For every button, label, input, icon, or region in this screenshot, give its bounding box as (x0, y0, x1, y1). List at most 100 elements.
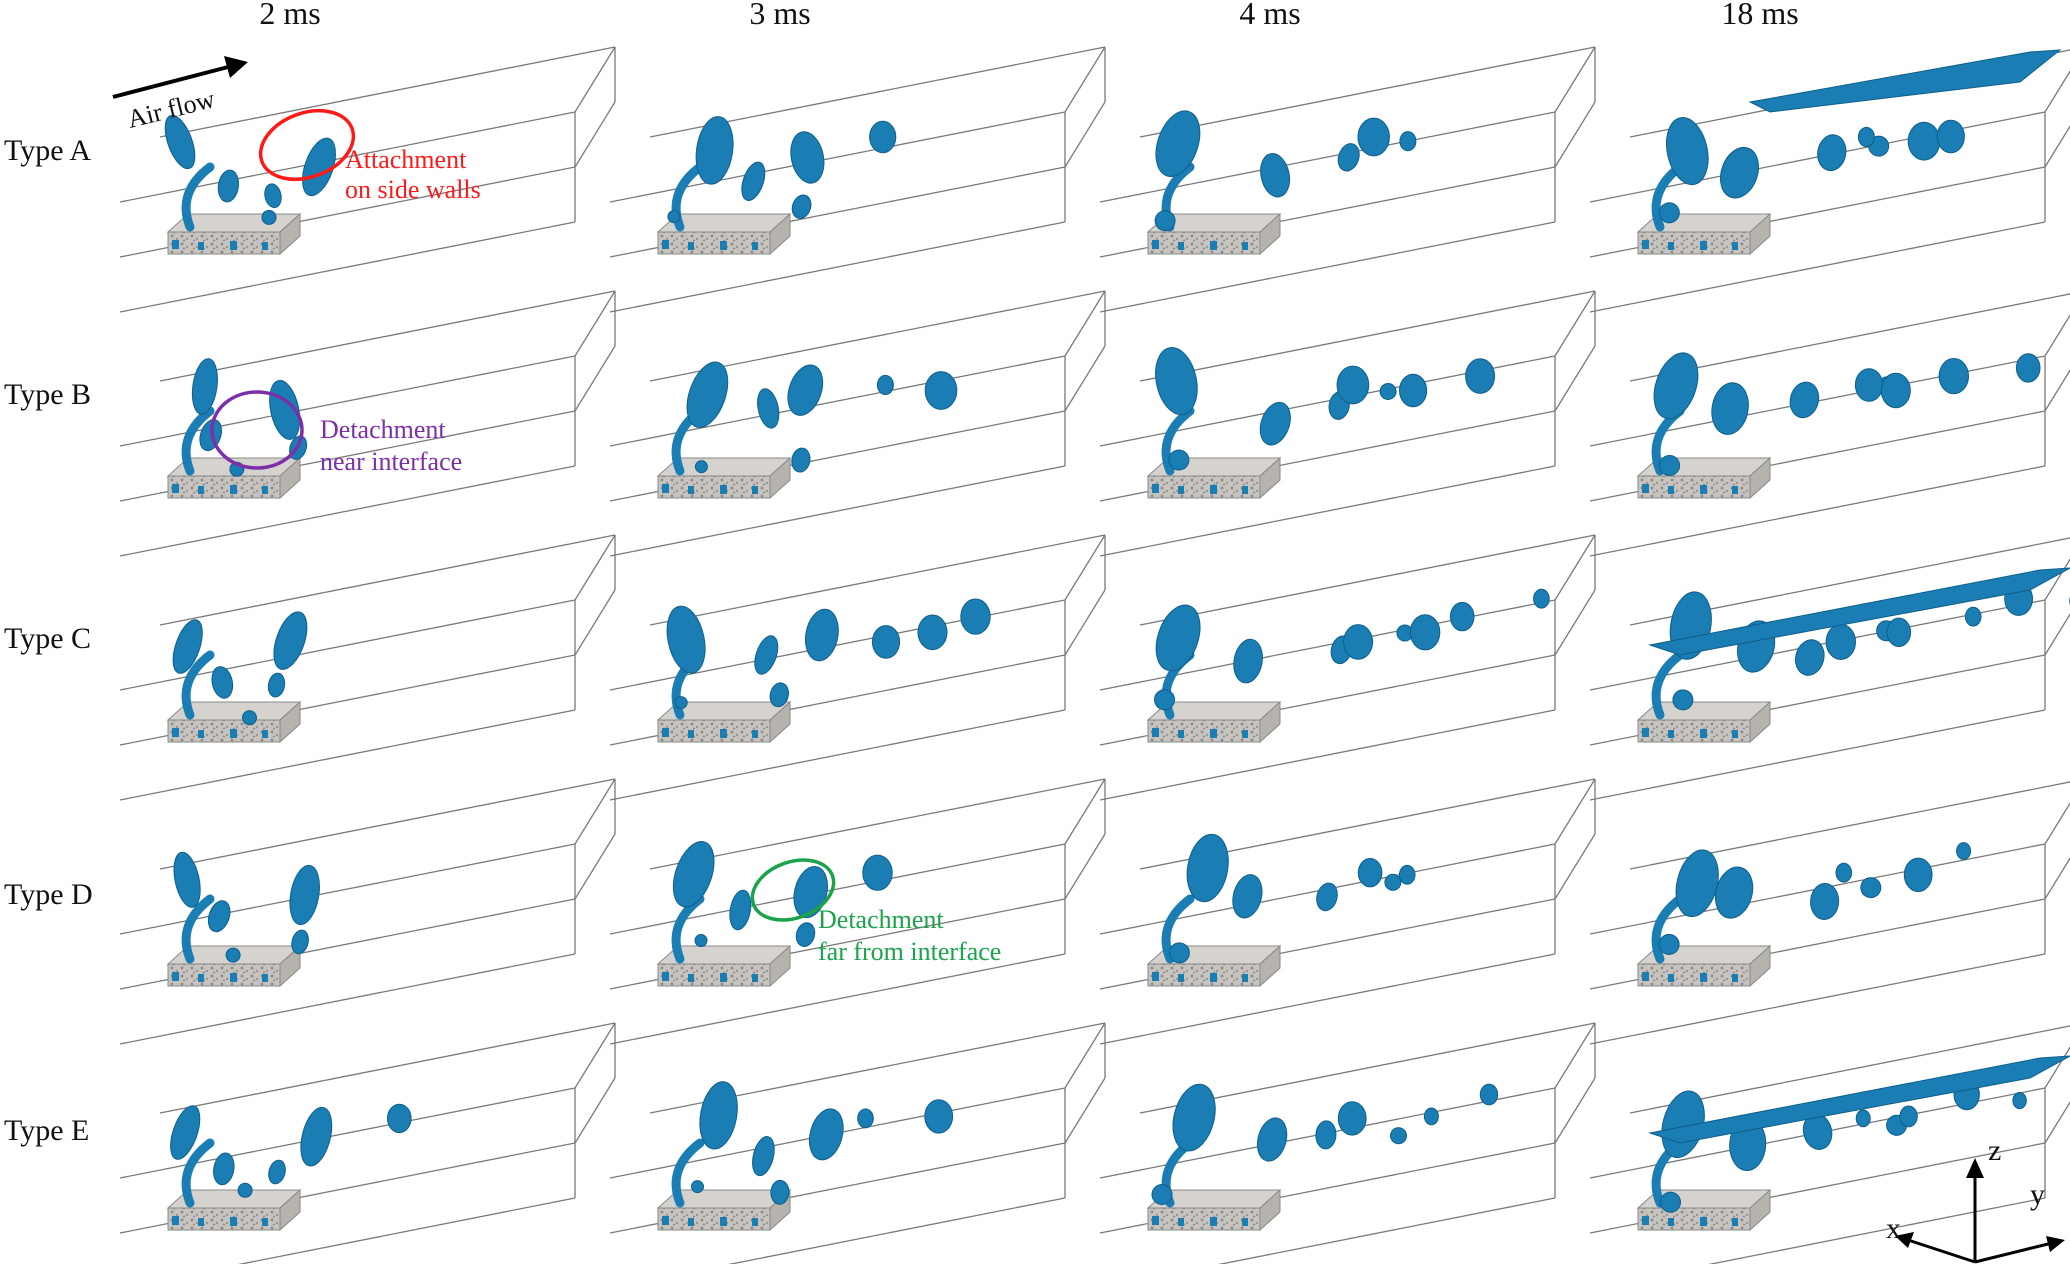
water-droplet (1316, 882, 1338, 912)
water-droplet (1660, 1191, 1681, 1213)
water-droplet (1154, 689, 1175, 711)
panel-type-b-18ms (1589, 290, 2070, 557)
water-droplet (2015, 353, 2041, 383)
panel-type-a-3ms (609, 46, 1106, 313)
water-droplet (857, 1108, 874, 1129)
water-droplet (1653, 352, 1699, 420)
water-droplet (1711, 382, 1749, 435)
detachment-far-ellipse (750, 858, 836, 922)
water-droplet (1907, 121, 1941, 161)
water-droplet (1154, 210, 1176, 232)
water-droplet (1938, 358, 1969, 395)
water-droplet (1155, 110, 1201, 178)
water-stem (181, 162, 215, 232)
water-droplet (264, 183, 282, 209)
axis-label-z: z (1988, 1134, 2001, 1167)
axis-triad-icon (1895, 1158, 2065, 1264)
row-label-type-b: Type B (4, 378, 91, 411)
panel-type-c-4ms (1099, 534, 1596, 801)
water-droplet (172, 619, 203, 674)
water-droplet (1465, 358, 1496, 394)
water-stem (181, 1138, 215, 1208)
water-droplet (191, 358, 218, 415)
annotation-d-line2: far from interface (818, 937, 1001, 966)
water-droplet (787, 364, 824, 416)
water-droplet (1315, 1120, 1337, 1150)
water-droplet (1343, 624, 1374, 660)
water-droplet (1854, 368, 1884, 402)
water-droplet (752, 1136, 775, 1177)
water-droplet (1714, 866, 1754, 919)
water-droplet (1936, 119, 1965, 154)
detachment-near-ellipse (210, 390, 304, 470)
airflow-arrow-icon (112, 56, 248, 99)
water-droplet (1886, 617, 1912, 648)
water-droplet (1409, 614, 1441, 651)
water-droplet (924, 371, 958, 410)
water-stem (181, 894, 215, 964)
water-droplet (1336, 365, 1370, 405)
panel-type-e-4ms (1099, 1022, 1596, 1264)
axis-label-y: y (2030, 1178, 2045, 1211)
row-label-type-e: Type E (4, 1114, 89, 1147)
water-droplet (695, 116, 734, 185)
column-label-4ms: 4 ms (1239, 0, 1300, 31)
water-droplet (686, 361, 729, 428)
water-droplet (1399, 373, 1428, 408)
water-droplet (667, 210, 681, 224)
annotation-a-line1: Attachment (345, 145, 467, 174)
water-droplet (237, 1182, 253, 1198)
channel-box (1099, 1022, 1596, 1264)
panel-type-d-4ms (1099, 778, 1596, 1045)
water-droplet (791, 194, 812, 219)
water-droplet (1857, 126, 1875, 148)
water-film (1748, 49, 2062, 113)
channel-box (609, 1022, 1106, 1264)
row-label-type-a: Type A (4, 134, 91, 167)
water-droplet (170, 1105, 201, 1160)
water-stem (1651, 650, 1685, 720)
panel-type-d-2ms (119, 778, 616, 1045)
water-droplet (871, 625, 901, 659)
water-film (1648, 567, 2070, 656)
water-droplet (1232, 874, 1263, 919)
water-droplet (217, 169, 240, 203)
water-droplet (924, 1099, 954, 1134)
water-droplet (1423, 1107, 1439, 1126)
water-stem (181, 406, 215, 476)
water-droplet (273, 611, 308, 670)
channel-box (119, 1022, 616, 1264)
water-droplet (164, 114, 196, 170)
water-droplet (770, 1179, 790, 1205)
panel-type-c-3ms (609, 534, 1106, 801)
water-droplet (694, 934, 708, 947)
water-droplet (1384, 873, 1402, 891)
panel-type-b-2ms (119, 290, 616, 557)
column-label-18ms: 18 ms (1721, 0, 1798, 31)
water-droplet (1479, 1083, 1499, 1106)
water-droplet (1233, 638, 1263, 684)
water-droplet (1449, 601, 1475, 632)
water-droplet (242, 710, 257, 726)
annotation-d-line1: Detachment (818, 905, 944, 934)
water-droplet (1398, 864, 1416, 885)
panel-type-a-18ms (1589, 46, 2070, 313)
water-droplet (1860, 877, 1882, 899)
panel-type-e-18ms (1589, 1022, 2070, 1264)
water-stem (181, 650, 215, 720)
water-film (1648, 1055, 2070, 1144)
water-droplet (1357, 858, 1383, 888)
panel-type-d-3ms (609, 778, 1106, 1045)
water-droplet (672, 841, 715, 908)
water-droplet (729, 889, 752, 931)
water-droplet (213, 1152, 235, 1186)
water-droplet (1256, 1117, 1288, 1162)
water-droplet (1964, 606, 1982, 627)
water-droplet (1151, 1184, 1173, 1205)
water-droplet (1880, 372, 1911, 409)
water-droplet (862, 854, 893, 891)
water-droplet (1794, 639, 1825, 676)
water-droplet (1719, 146, 1760, 199)
panel-type-a-2ms (119, 46, 616, 313)
